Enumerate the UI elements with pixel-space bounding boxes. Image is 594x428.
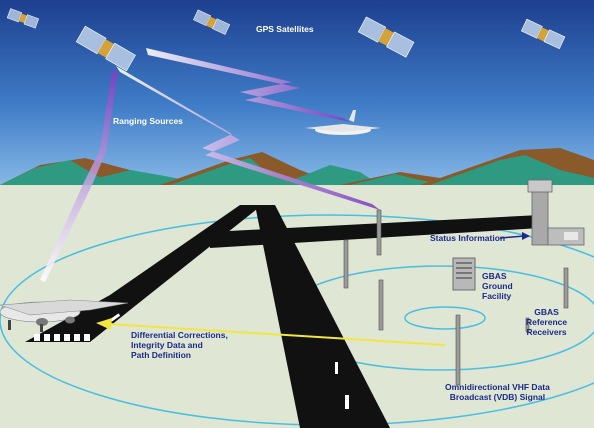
- gbas-reference-receivers-label: GBAS Reference Receivers: [526, 307, 568, 337]
- runway-markings: [34, 313, 349, 409]
- gbas-ground-facility: [452, 257, 476, 291]
- status-information-label: Status Information: [430, 233, 506, 243]
- gbas-ground-facility-line: GBAS: [482, 271, 507, 281]
- vdb-signal-label: Omnidirectional VHF Data Broadcast (VDB)…: [445, 382, 550, 403]
- gbas-reference-receivers-line: Receivers: [526, 326, 567, 337]
- gps-satellite: [6, 8, 40, 29]
- reference-antennas: [343, 209, 569, 386]
- landing-airplane: [0, 299, 129, 332]
- gbas-ground-facility-label: GBAS Ground Facility: [482, 271, 513, 301]
- runways: [25, 205, 540, 428]
- differential-corrections-label: Differential Corrections, Integrity Data…: [131, 330, 228, 360]
- gbas-reference-receivers-line: Reference: [526, 316, 568, 327]
- gbas-reference-receivers-line: GBAS: [534, 307, 559, 317]
- ranging-beams: [40, 48, 380, 282]
- control-tower: [527, 179, 585, 246]
- airplane-in-flight: [305, 110, 381, 135]
- correction-arrow: [96, 318, 446, 346]
- gbas-ground-facility-line: Facility: [482, 290, 512, 301]
- gbas-ground-facility-line: Ground: [482, 280, 513, 291]
- vdb-signal-line: Omnidirectional VHF Data: [445, 382, 550, 392]
- gps-satellites-label: GPS Satellites: [256, 24, 314, 34]
- status-arrow: [499, 232, 530, 240]
- differential-corrections-line: Path Definition: [131, 349, 191, 360]
- gps-satellite: [75, 25, 136, 72]
- vdb-signal-line: Broadcast (VDB) Signal: [449, 391, 546, 402]
- gps-satellite: [193, 9, 231, 35]
- differential-corrections-line: Differential Corrections,: [131, 330, 228, 340]
- differential-corrections-line: Integrity Data and: [131, 339, 203, 350]
- ranging-sources-label: Ranging Sources: [113, 116, 183, 126]
- gps-satellite: [520, 18, 566, 50]
- gps-satellite: [357, 16, 415, 58]
